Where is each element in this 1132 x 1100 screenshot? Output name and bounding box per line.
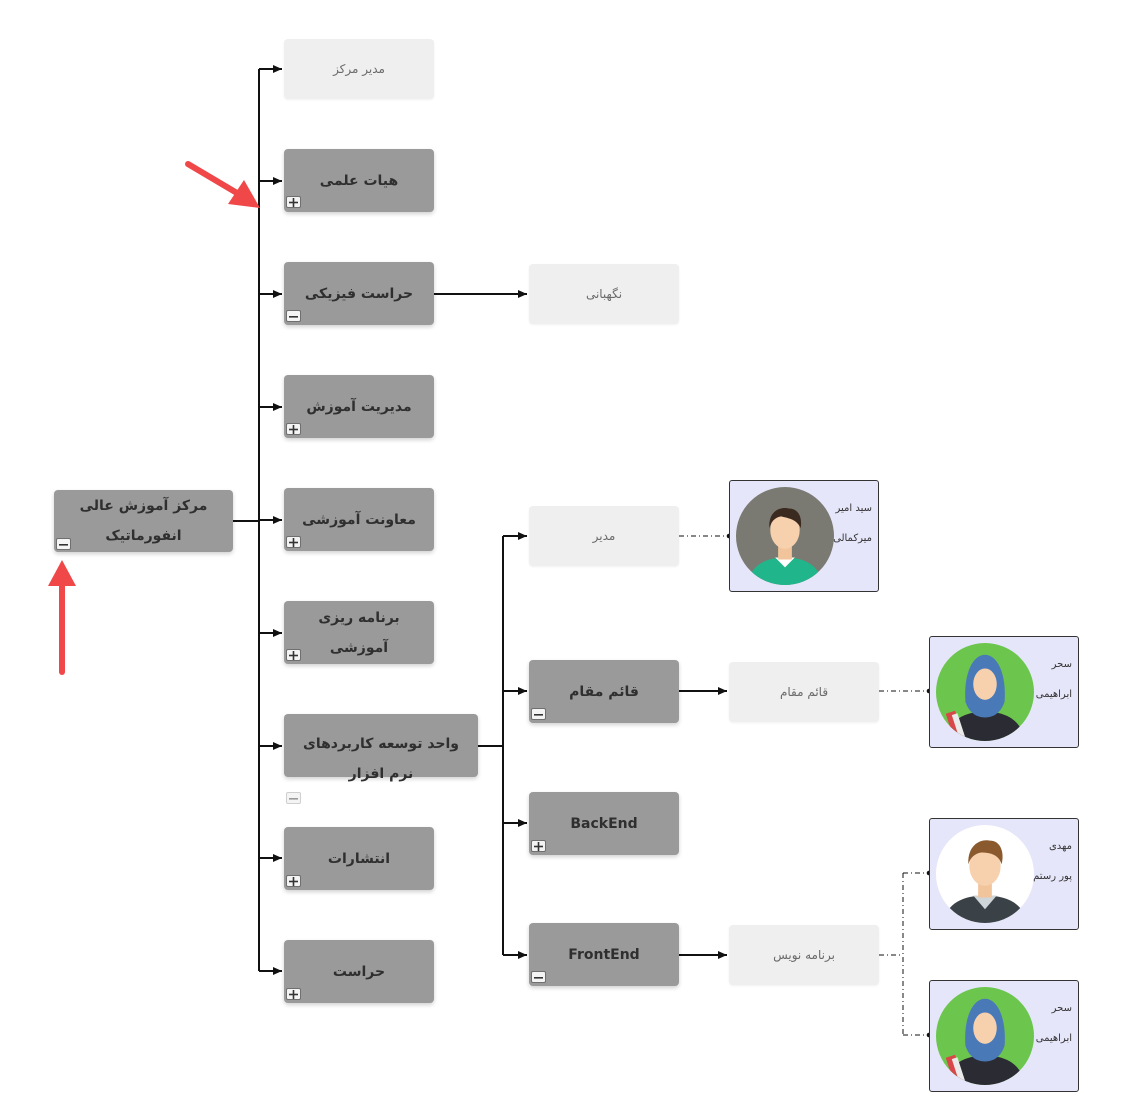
unit-education-planning-expand-toggle[interactable] (286, 649, 301, 661)
unit-security-expand-toggle[interactable] (286, 988, 301, 1000)
unit-publications[interactable]: انتشارات (284, 827, 434, 890)
plus-icon (534, 841, 543, 851)
annotation-arrow-icon (48, 560, 76, 675)
person-first-name: سحر (1051, 1003, 1072, 1014)
root-collapse-toggle[interactable] (56, 538, 71, 550)
unit-faculty[interactable]: هیات علمی (284, 149, 434, 212)
unit-label: مدیر مرکز (333, 62, 385, 76)
person-card-developer-1[interactable]: مهدی پور رستم (929, 818, 1079, 930)
minus-icon (289, 315, 298, 318)
role-programmer[interactable]: برنامه نویس (729, 925, 879, 985)
root-label: مرکز آموزش عالی انفورماتیک (79, 498, 208, 544)
unit-label: BackEnd (570, 815, 638, 832)
person-first-name: سید امیر (835, 503, 873, 514)
role-deputy[interactable]: قائم مقام (729, 662, 879, 722)
annotation-arrow-icon (185, 161, 260, 208)
unit-software-development-collapse-toggle[interactable] (286, 792, 301, 804)
unit-deputy-collapse-toggle[interactable] (531, 708, 546, 720)
plus-icon (289, 989, 298, 999)
unit-education-management[interactable]: مدیریت آموزش (284, 375, 434, 438)
root-node[interactable]: مرکز آموزش عالی انفورماتیک (54, 490, 233, 552)
role-label: قائم مقام (779, 685, 829, 699)
plus-icon (289, 537, 298, 547)
unit-education-deputy-expand-toggle[interactable] (286, 536, 301, 548)
person-card-manager[interactable]: سید امیر میرکمالی (729, 480, 879, 592)
role-label: مدیر (592, 529, 616, 543)
person-last-name: پور رستم (1033, 871, 1072, 882)
male-avatar-icon (936, 825, 1034, 923)
unit-software-development[interactable]: واحد توسعه کاربردهای نرم افزار (284, 714, 478, 782)
unit-frontend[interactable]: FrontEnd (529, 923, 679, 986)
unit-center-manager[interactable]: مدیر مرکز (284, 39, 434, 99)
unit-label: انتشارات (327, 850, 391, 867)
unit-faculty-expand-toggle[interactable] (286, 196, 301, 208)
unit-label: حراست فیزیکی (304, 285, 414, 302)
plus-icon (289, 424, 298, 434)
unit-label: برنامه ریزی آموزشی (318, 609, 400, 656)
unit-frontend-collapse-toggle[interactable] (531, 971, 546, 983)
unit-backend[interactable]: BackEnd (529, 792, 679, 855)
minus-icon (59, 543, 68, 546)
male-avatar-icon (736, 487, 834, 585)
unit-security[interactable]: حراست (284, 940, 434, 1003)
unit-education-deputy[interactable]: معاونت آموزشی (284, 488, 434, 551)
minus-icon (289, 797, 298, 800)
person-card-deputy[interactable]: سحر ابراهیمی (929, 636, 1079, 748)
plus-icon (289, 876, 298, 886)
person-last-name: میرکمالی (833, 533, 872, 544)
person-first-name: سحر (1051, 659, 1072, 670)
minus-icon (534, 976, 543, 979)
unit-backend-expand-toggle[interactable] (531, 840, 546, 852)
plus-icon (289, 197, 298, 207)
female-avatar-icon (936, 643, 1034, 741)
female-avatar-icon (936, 987, 1034, 1085)
unit-physical-security[interactable]: حراست فیزیکی (284, 262, 434, 325)
unit-publications-expand-toggle[interactable] (286, 875, 301, 887)
unit-deputy[interactable]: قائم مقام (529, 660, 679, 723)
unit-label: واحد توسعه کاربردهای نرم افزار (302, 736, 460, 782)
unit-label: مدیریت آموزش (306, 398, 412, 415)
unit-label: FrontEnd (568, 946, 640, 963)
unit-physical-security-collapse-toggle[interactable] (286, 310, 301, 322)
minus-icon (534, 713, 543, 716)
role-label: برنامه نویس (773, 948, 835, 962)
person-first-name: مهدی (1048, 841, 1072, 852)
person-last-name: ابراهیمی (1035, 689, 1072, 700)
unit-label: هیات علمی (319, 172, 399, 189)
unit-education-management-expand-toggle[interactable] (286, 423, 301, 435)
unit-label: معاونت آموزشی (302, 511, 416, 528)
role-label: نگهبانی (585, 287, 623, 301)
plus-icon (289, 650, 298, 660)
person-card-developer-2[interactable]: سحر ابراهیمی (929, 980, 1079, 1092)
role-manager[interactable]: مدیر (529, 506, 679, 566)
unit-label: حراست (332, 963, 386, 980)
unit-education-planning[interactable]: برنامه ریزی آموزشی (284, 601, 434, 664)
role-guard[interactable]: نگهبانی (529, 264, 679, 324)
person-last-name: ابراهیمی (1035, 1033, 1072, 1044)
unit-label: قائم مقام (569, 683, 639, 700)
